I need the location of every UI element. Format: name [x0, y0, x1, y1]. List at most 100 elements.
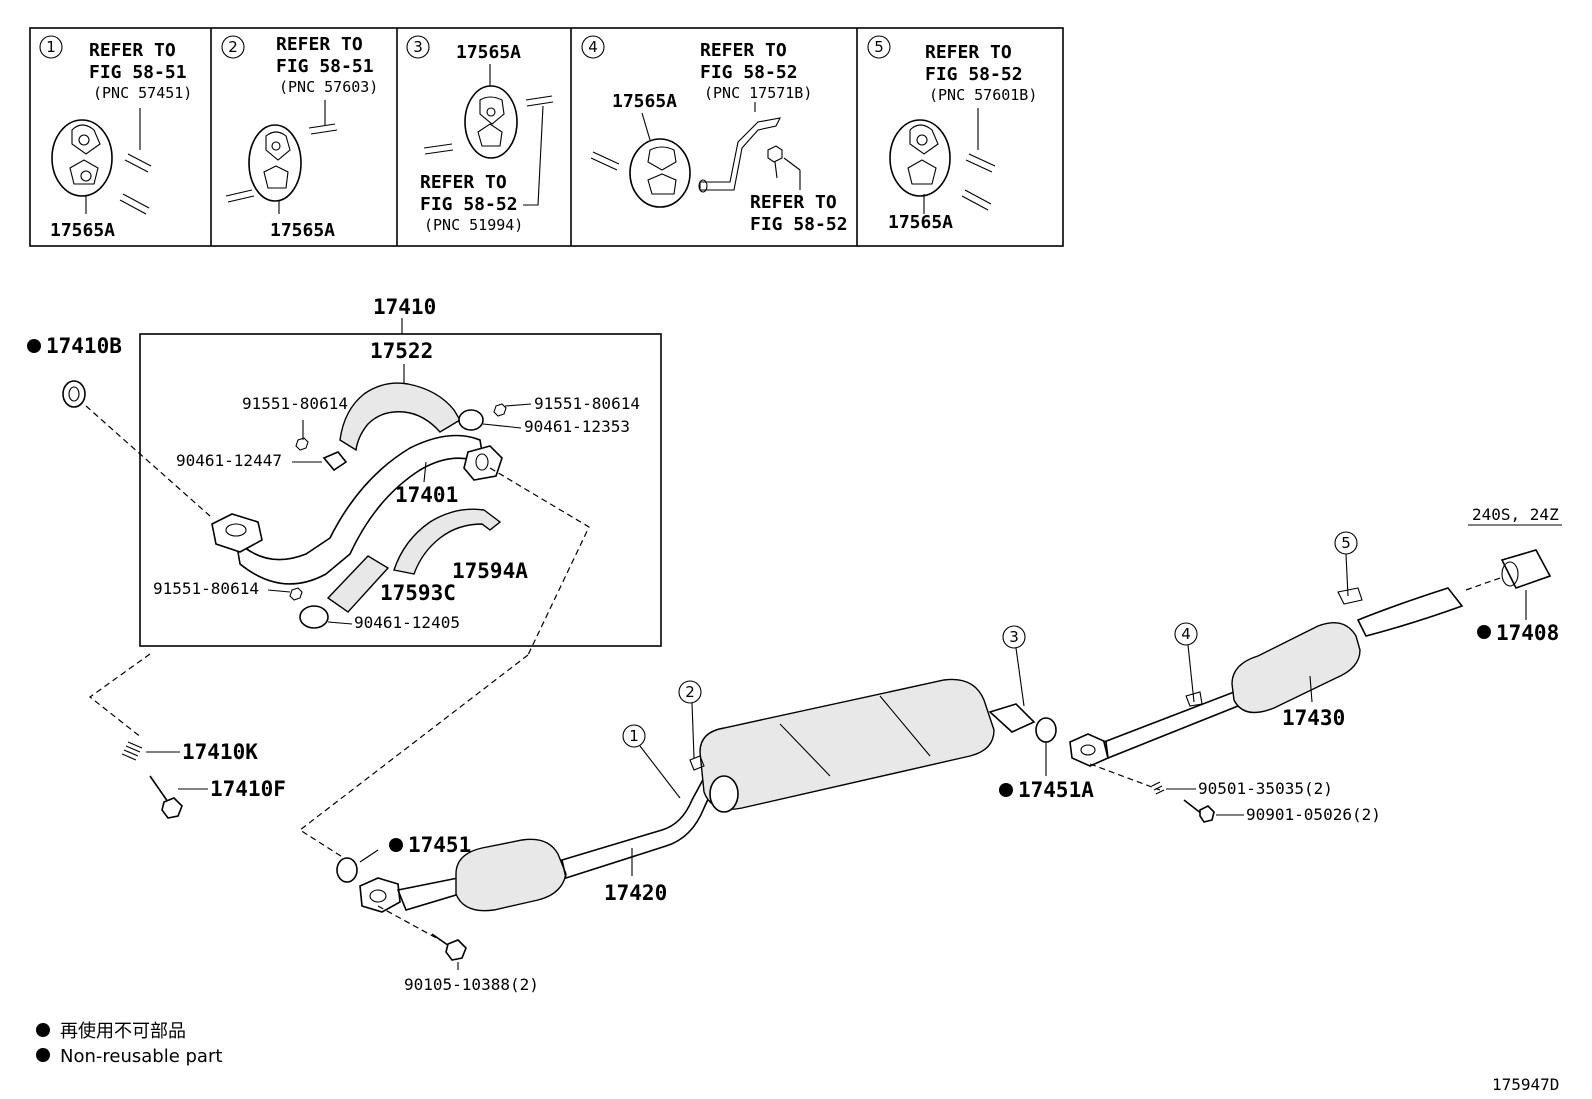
bolt-icon	[295, 437, 309, 451]
inset-2: 2 REFER TO FIG 58-51 (PNC 57603) 17565A	[221, 34, 378, 241]
tail-pipe-assembly: 4 5 17430 90501-35035(2) 90901-05026(2) …	[1069, 505, 1562, 824]
gasket-17451A	[1035, 717, 1057, 743]
inset-4-pnc: (PNC 17571B)	[704, 84, 812, 102]
callout-5: 5	[1341, 534, 1351, 552]
inset-5-number-circle	[867, 35, 891, 59]
inset-4-refer-l1: REFER TO	[700, 40, 787, 61]
inset-1-number: 1	[46, 38, 56, 56]
part-17594A-label: 17594A	[452, 559, 528, 583]
inset-2-part: 17565A	[270, 220, 335, 241]
legend-line-2: Non-reusable part	[60, 1046, 222, 1067]
inset-3-part-top: 17565A	[456, 42, 521, 63]
tail-muffler-17430	[1231, 622, 1361, 714]
bolt-icon	[493, 403, 507, 417]
hanger-rubber-icon	[51, 119, 113, 197]
part-17408-label: 17408	[1496, 621, 1559, 645]
bolt-icon	[289, 587, 303, 601]
bolt-90901	[1183, 799, 1215, 823]
part-90901-label: 90901-05026(2)	[1246, 805, 1381, 824]
part-91551-b-label: 91551-80614	[534, 394, 640, 413]
callout-2-circle	[678, 680, 702, 704]
legend-bullet	[36, 1023, 50, 1037]
part-17430-label: 17430	[1282, 706, 1345, 730]
part-91551-c-label: 91551-80614	[153, 579, 259, 598]
gasket-17410B	[62, 380, 86, 408]
inset-4: 4 17565A REFER TO FIG 58-52 (PNC 17571B)…	[581, 35, 848, 235]
variant-label: 240S, 24Z	[1472, 505, 1559, 524]
left-components: 17410B 17410K 17410F	[27, 334, 590, 859]
flange-rear-icon	[463, 445, 503, 481]
tail-pipe-front	[1103, 690, 1239, 760]
inset-3-number-circle	[406, 35, 430, 59]
part-17420-label: 17420	[604, 881, 667, 905]
flange-icon	[1069, 733, 1109, 767]
bracket-icon	[698, 117, 781, 193]
inset-3: 3 17565A REFER TO FIG 58-52 (PNC 51994)	[406, 35, 554, 234]
hanger-rubber-icon	[248, 124, 302, 202]
part-91551-a-label: 91551-80614	[242, 394, 348, 413]
inset-4-refer2-l1: REFER TO	[750, 192, 837, 213]
inset-5-part: 17565A	[888, 212, 953, 233]
legend-line-1: 再使用不可部品	[60, 1021, 186, 1042]
inset-2-number: 2	[228, 38, 238, 56]
heat-insulator-17593C	[326, 555, 390, 613]
inset-1-refer-l2: FIG 58-51	[89, 62, 187, 83]
part-17522-label: 17522	[370, 339, 433, 363]
clamp-12447-icon	[322, 451, 348, 472]
inset-3-pnc: (PNC 51994)	[424, 216, 523, 234]
callout-3: 3	[1009, 628, 1019, 646]
center-pipe-assembly: 17451 17420 90105-10388(2) 1	[336, 625, 1094, 994]
part-17451-label: 17451	[408, 833, 471, 857]
inset-3-refer-l2: FIG 58-52	[420, 194, 518, 215]
part-90461-12405-label: 90461-12405	[354, 613, 460, 632]
muffler-outlet	[988, 703, 1036, 733]
part-90461-12353-label: 90461-12353	[524, 417, 630, 436]
assembly-17410-box	[139, 333, 662, 647]
callout-4-circle	[1174, 622, 1198, 646]
tail-pipe-rear	[1356, 587, 1464, 637]
gasket-17451	[336, 857, 358, 883]
bolt-icon	[767, 145, 783, 179]
hanger-bracket	[1337, 587, 1363, 605]
clamp-12405-icon	[299, 605, 329, 629]
non-reusable-mark	[389, 838, 403, 852]
hanger-rubber-icon	[464, 85, 518, 159]
inset-5-number: 5	[874, 38, 884, 56]
part-90105-label: 90105-10388(2)	[404, 975, 539, 994]
part-17593C-label: 17593C	[380, 581, 456, 605]
part-90461-12447-label: 90461-12447	[176, 451, 282, 470]
inset-frame	[29, 27, 1064, 247]
legend: 再使用不可部品 Non-reusable part	[36, 1021, 222, 1067]
inset-1: 1 REFER TO FIG 58-51 (PNC 57451) 17565A	[39, 35, 192, 241]
callout-4: 4	[1181, 625, 1191, 643]
spring-17410K	[121, 741, 143, 761]
inset-2-pnc: (PNC 57603)	[279, 78, 378, 96]
inset-4-refer-l2: FIG 58-52	[700, 62, 798, 83]
inset-3-refer-l1: REFER TO	[420, 172, 507, 193]
inset-5-refer-l1: REFER TO	[925, 42, 1012, 63]
flange-icon	[359, 877, 401, 913]
part-17410B-label: 17410B	[46, 334, 122, 358]
hanger-bracket	[689, 755, 705, 771]
heat-insulator-17522	[339, 382, 461, 452]
inset-4-refer2-l2: FIG 58-52	[750, 214, 848, 235]
callout-1-circle	[622, 724, 646, 748]
inset-2-refer-l2: FIG 58-51	[276, 56, 374, 77]
callout-1: 1	[629, 727, 639, 745]
inset-4-number-circle	[581, 35, 605, 59]
part-17410K-label: 17410K	[182, 740, 258, 764]
inset-5-refer-l2: FIG 58-52	[925, 64, 1023, 85]
inset-1-number-circle	[39, 35, 63, 59]
inset-2-refer-l1: REFER TO	[276, 34, 363, 55]
inset-4-number: 4	[588, 38, 598, 56]
spring-90501	[1151, 781, 1165, 795]
legend-bullet	[36, 1048, 50, 1062]
catalytic-converter	[455, 838, 567, 912]
tail-tip-17408	[1500, 549, 1552, 589]
inset-2-number-circle	[221, 35, 245, 59]
inset-1-part: 17565A	[50, 220, 115, 241]
heat-insulator-17594A	[393, 508, 502, 575]
bolt-17410F	[149, 775, 183, 819]
inset-4-part-top: 17565A	[612, 91, 677, 112]
